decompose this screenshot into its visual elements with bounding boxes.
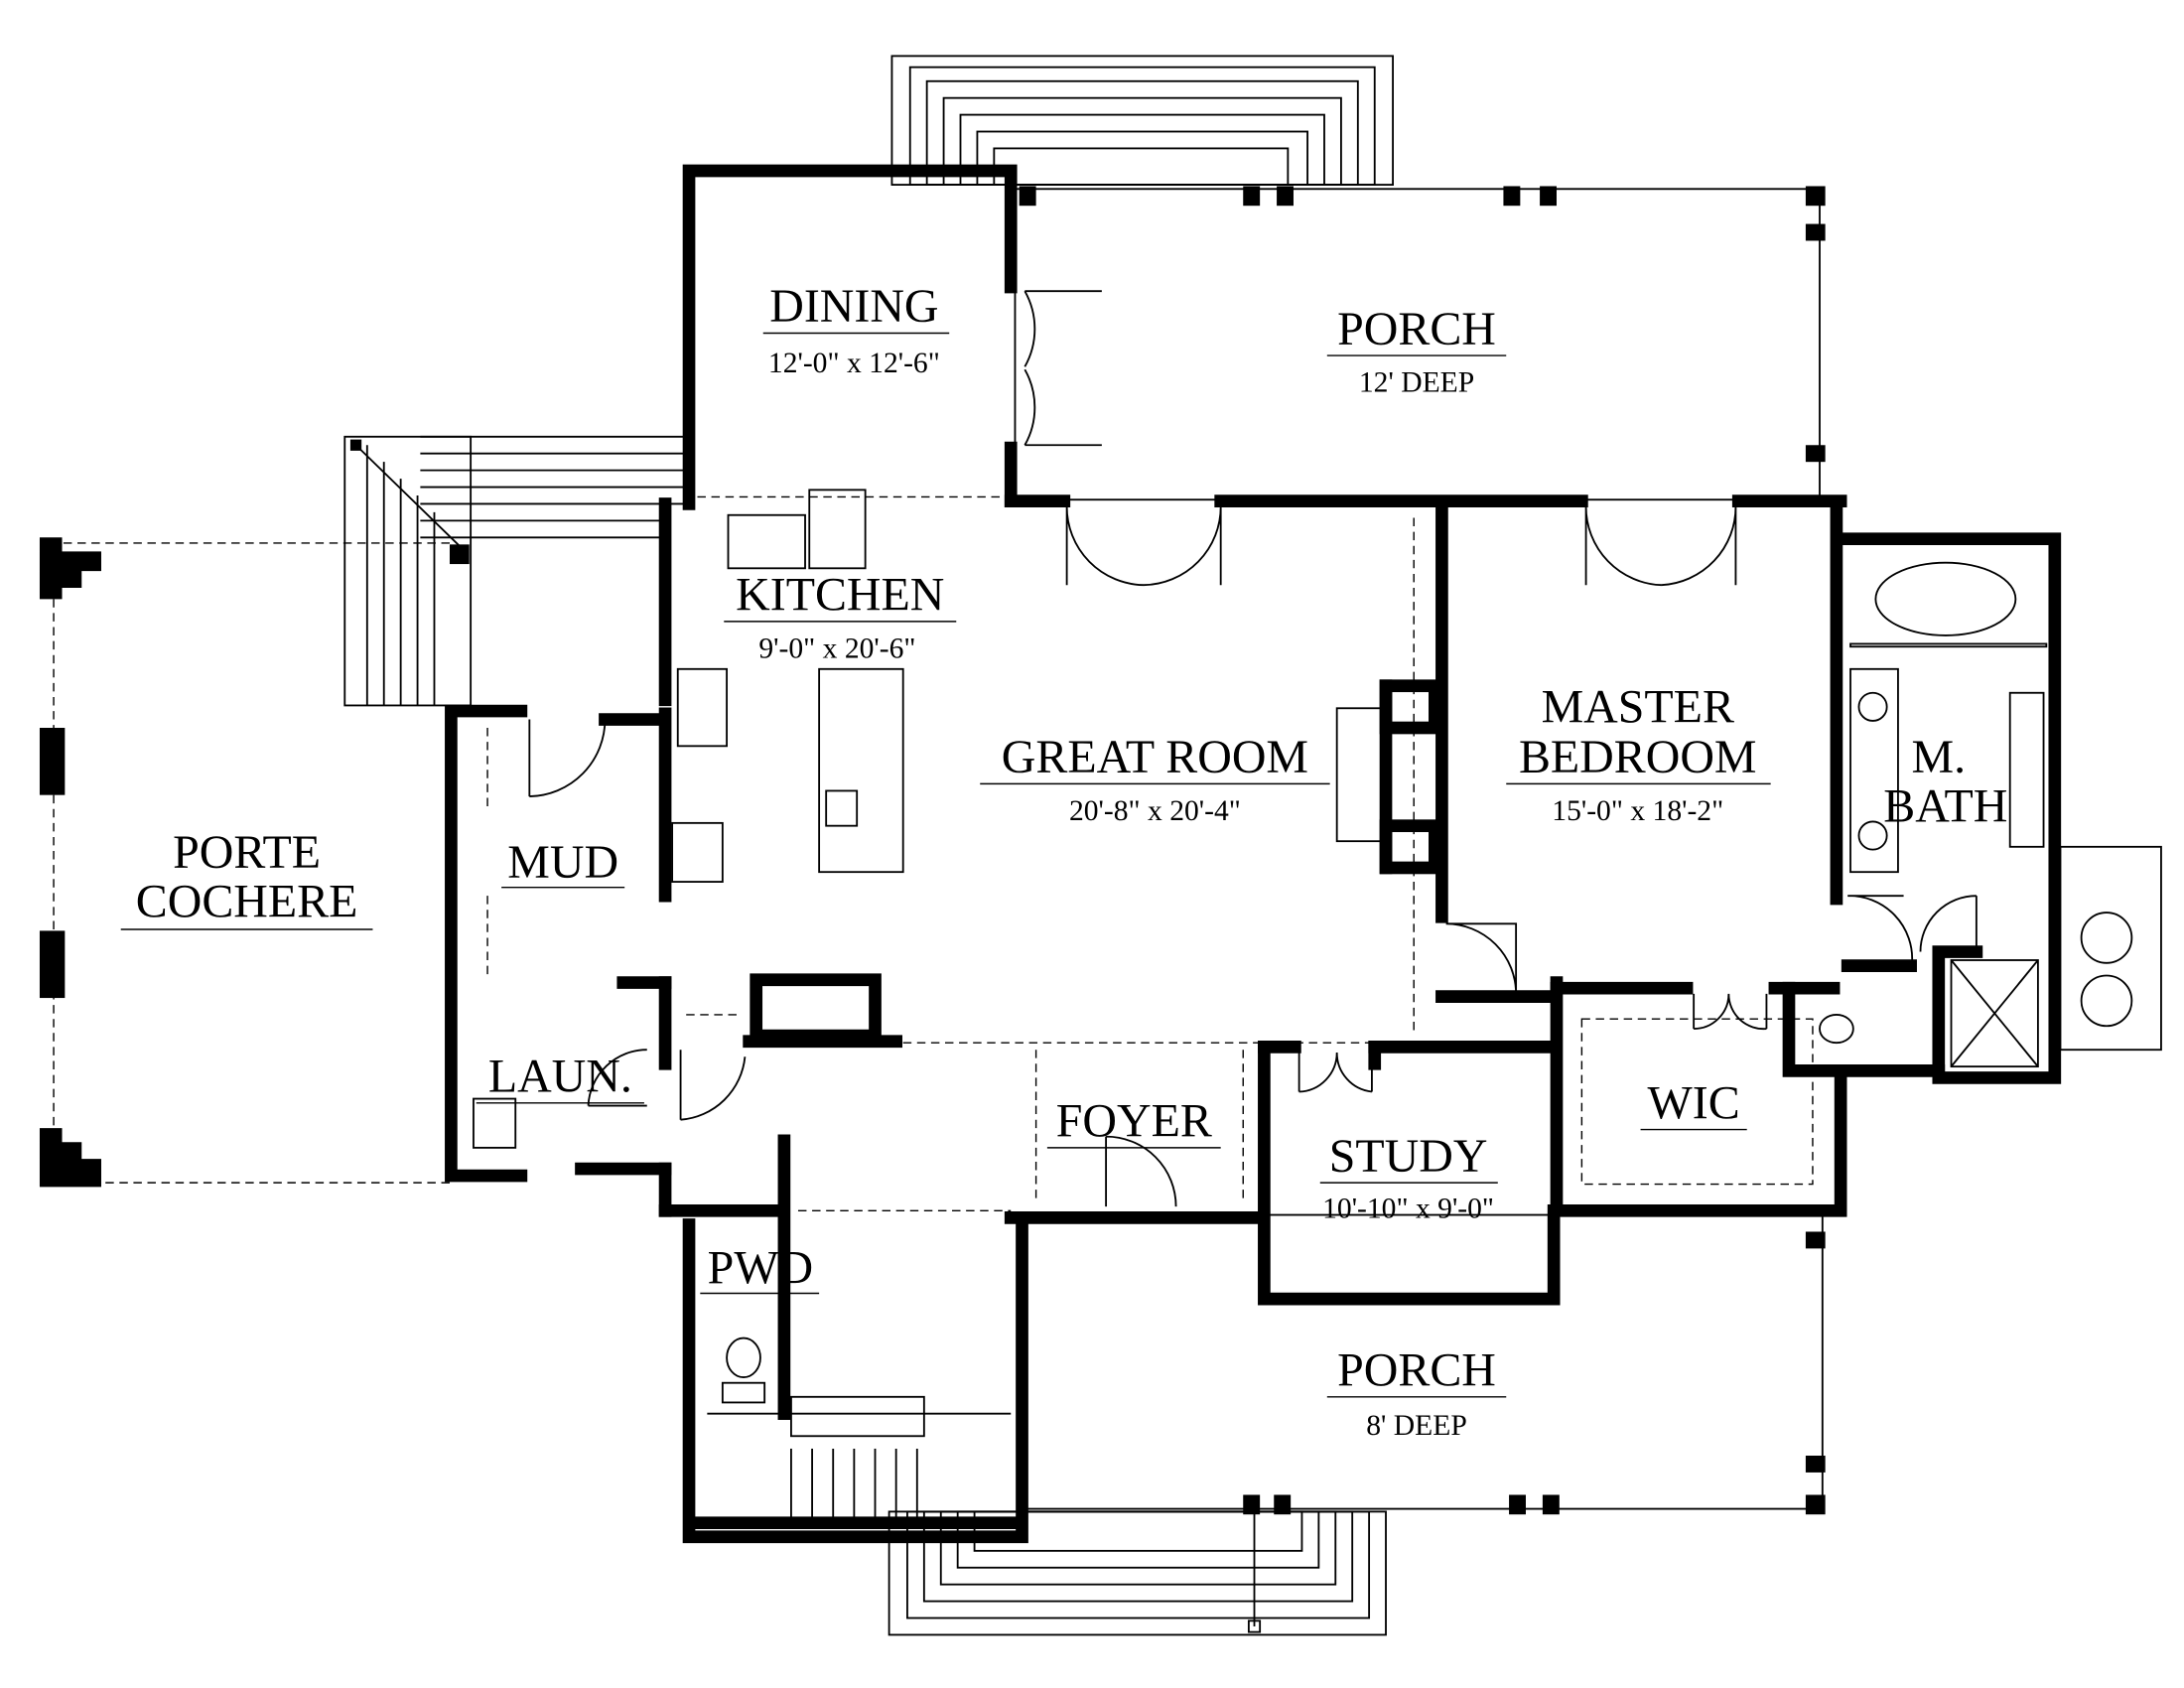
pwd-toilet [726, 1336, 761, 1378]
cooktop [676, 667, 729, 748]
rear-porch-label: PORCH [1337, 303, 1496, 355]
master-label-2: BEDROOM [1519, 731, 1757, 783]
kitchen-label: KITCHEN [736, 569, 944, 622]
front-steps [887, 1504, 1387, 1636]
study-size: 10'-10" x 9'-0" [1322, 1193, 1494, 1224]
pwd-label: PWD [708, 1242, 813, 1295]
bathtub [1874, 561, 2017, 636]
porte-label-1: PORTE [173, 826, 321, 879]
rear-porch-depth: 12' DEEP [1359, 367, 1474, 399]
fixtures [473, 489, 2162, 1519]
great-room-size: 20'-8" x 20'-4" [1069, 795, 1241, 827]
rear-steps [890, 55, 1394, 186]
stair-landing [790, 1395, 925, 1438]
dashed-lines [486, 495, 1814, 1212]
bath-label-2: BATH [1883, 779, 2007, 832]
walls [445, 164, 2062, 1544]
great-room-label: GREAT ROOM [1002, 731, 1308, 783]
toilet [1819, 1014, 1854, 1045]
kitchen-size: 9'-0" x 20'-6" [758, 633, 915, 665]
study-label: STUDY [1329, 1130, 1488, 1183]
room-labels: DINING 12'-0" x 12'-6" PORCH 12' DEEP KI… [120, 280, 2007, 1442]
rear-porch-outline [1014, 186, 1826, 501]
kitchen-sink [727, 513, 806, 570]
ac-units [2059, 845, 2162, 1052]
dining-size: 12'-0" x 12'-6" [768, 348, 940, 379]
foyer-label: FOYER [1056, 1095, 1212, 1148]
kitchen-island [818, 667, 904, 874]
mud-label: MUD [507, 836, 618, 889]
bath-label-1: M. [1912, 731, 1967, 783]
shower [1950, 959, 2039, 1068]
master-label-1: MASTER [1542, 680, 1734, 733]
laundry-sink [473, 1097, 517, 1149]
porte-label-2: COCHERE [136, 875, 358, 927]
vanity [1849, 667, 1899, 874]
doors [528, 290, 1978, 1207]
master-size: 15'-0" x 18'-2" [1552, 795, 1723, 827]
porte-cochere-outline [39, 537, 452, 1188]
side-stairs [343, 435, 687, 707]
laundry-label: LAUN. [488, 1051, 632, 1103]
front-porch-label: PORCH [1337, 1344, 1496, 1397]
front-porch-depth: 8' DEEP [1366, 1410, 1467, 1442]
dining-label: DINING [769, 280, 938, 333]
wic-label: WIC [1648, 1076, 1740, 1129]
